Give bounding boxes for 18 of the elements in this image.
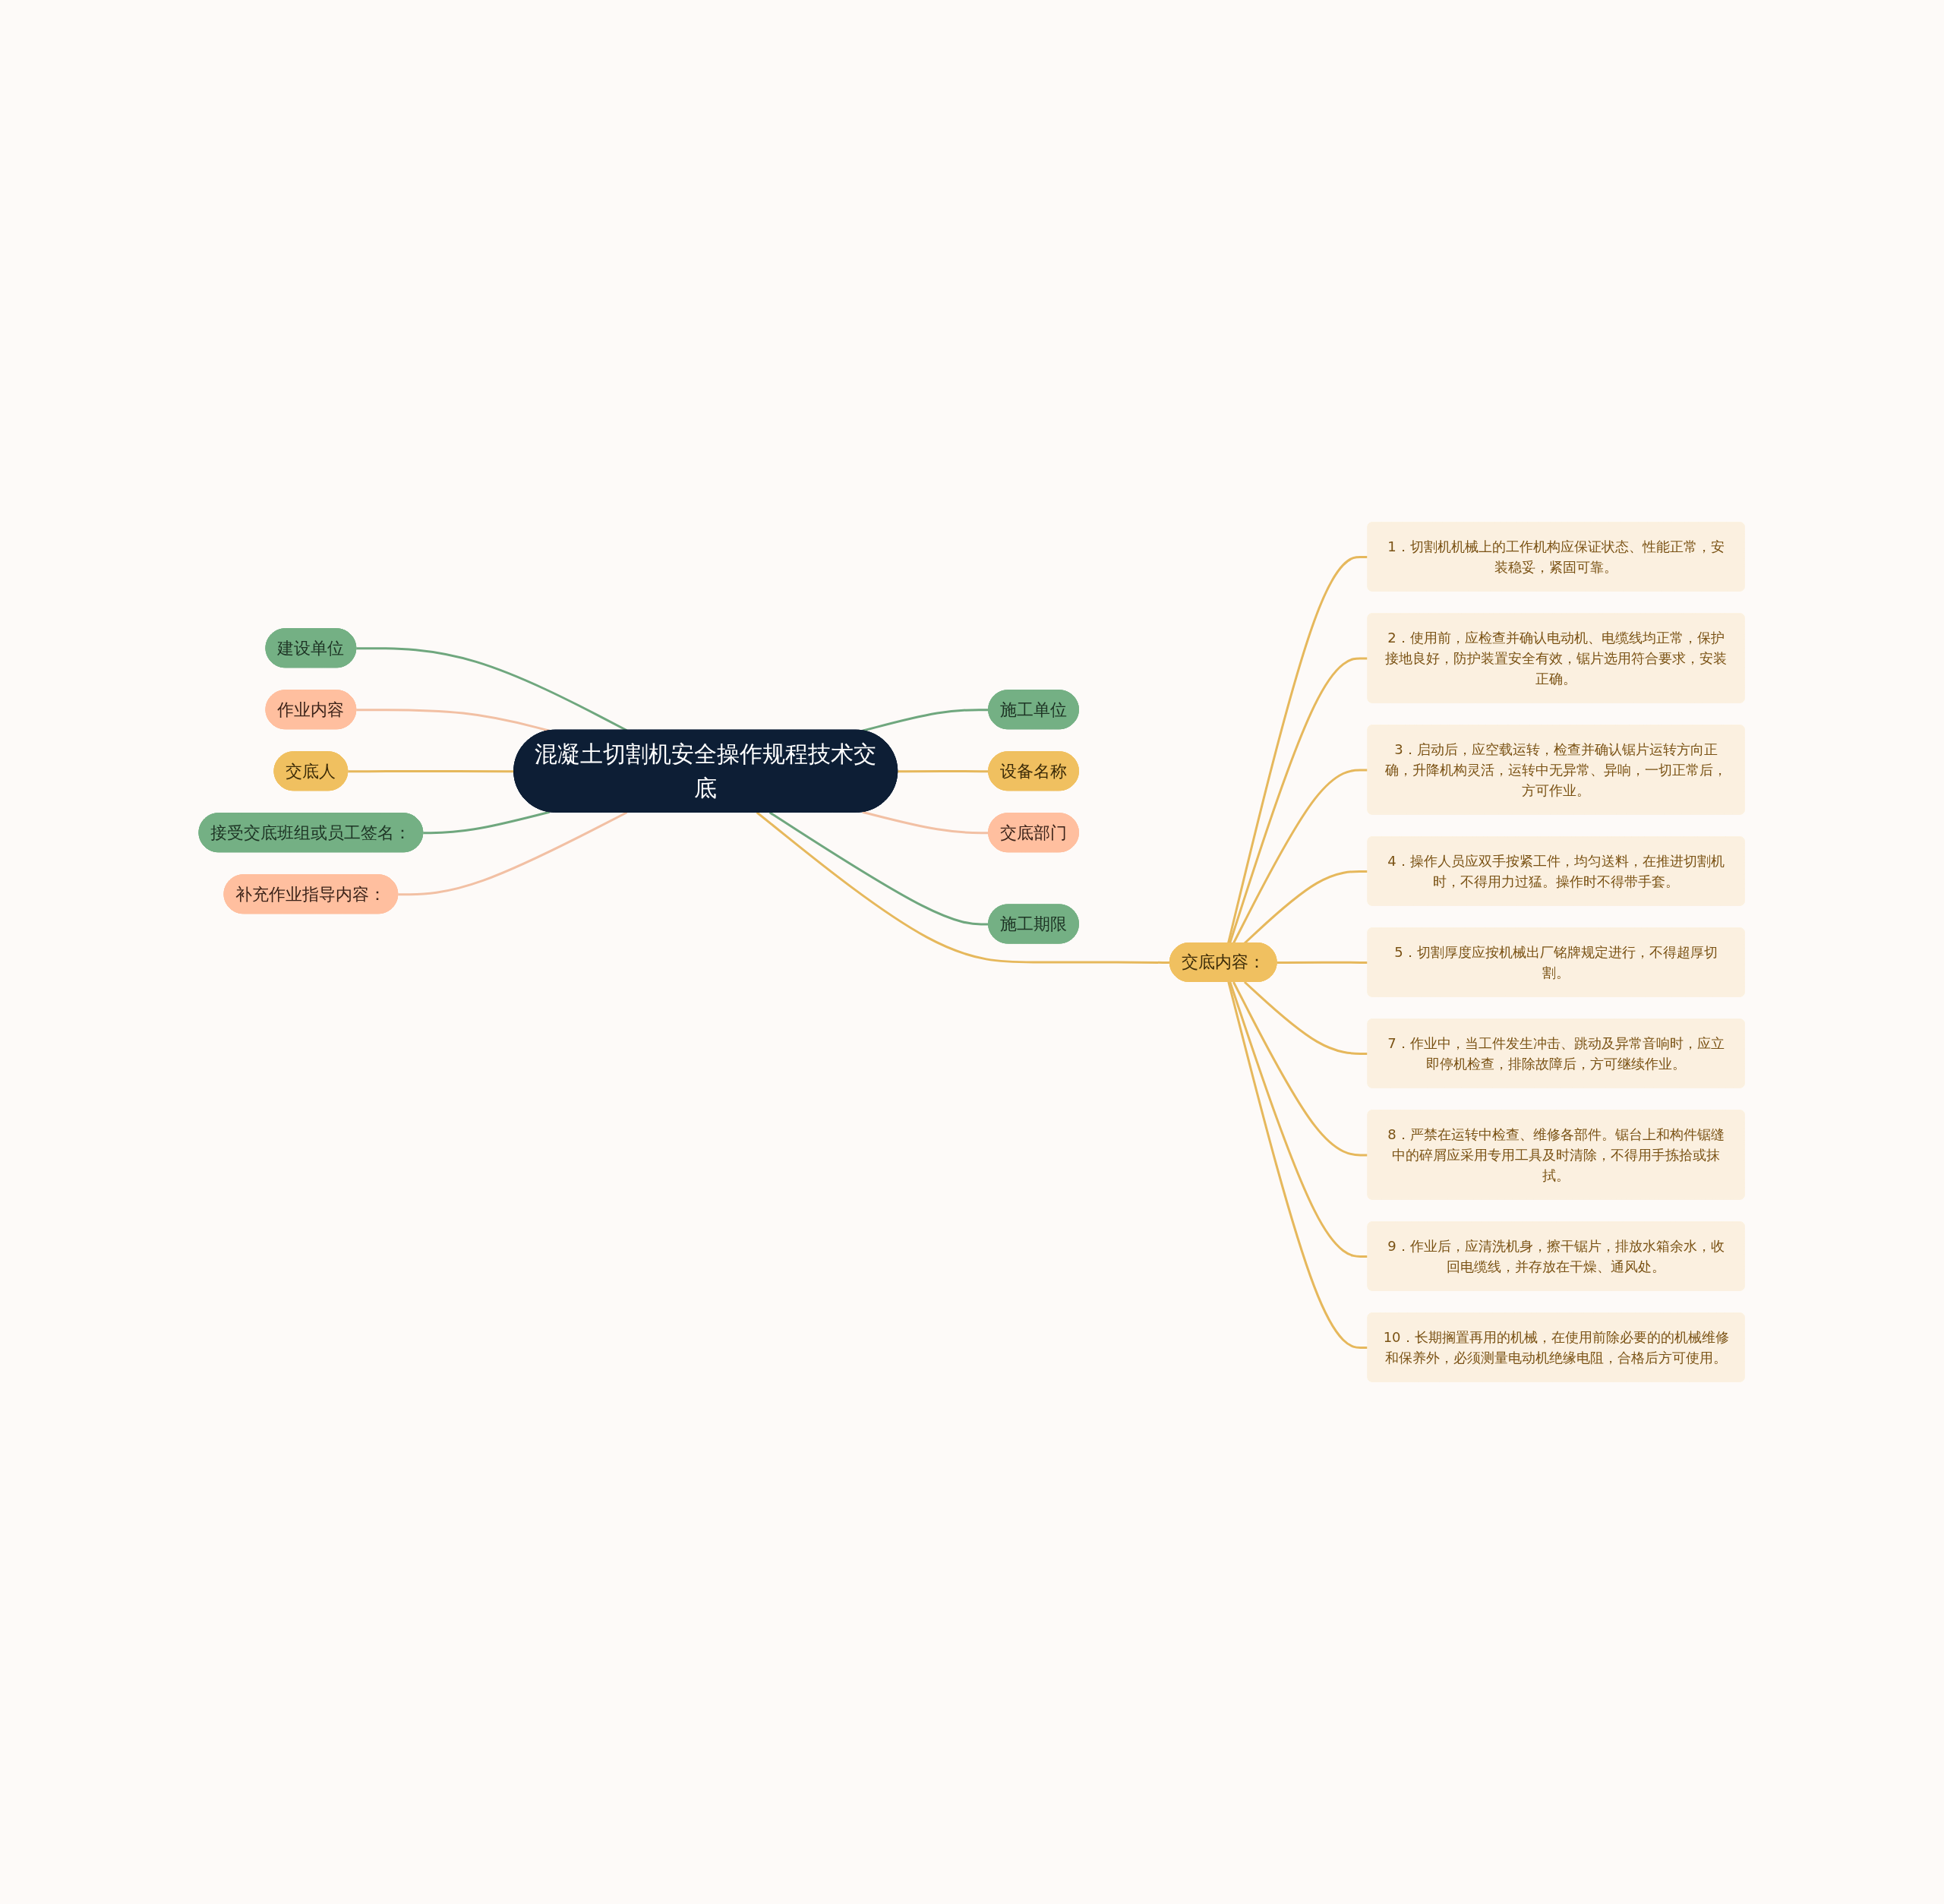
connector (398, 811, 628, 896)
connector (862, 709, 989, 732)
connector (1229, 981, 1369, 1258)
connector (1244, 980, 1369, 1055)
connector (769, 811, 989, 926)
connector (1229, 657, 1369, 944)
connector (423, 810, 551, 835)
connector (1232, 769, 1369, 944)
connector (1227, 555, 1369, 944)
connector (756, 811, 1171, 964)
connector (348, 769, 515, 773)
connector (898, 769, 989, 773)
connector (1227, 981, 1369, 1349)
connector (1232, 981, 1369, 1157)
connector (862, 810, 989, 835)
connector (1277, 961, 1369, 964)
connector (356, 709, 551, 732)
connector (356, 647, 628, 732)
